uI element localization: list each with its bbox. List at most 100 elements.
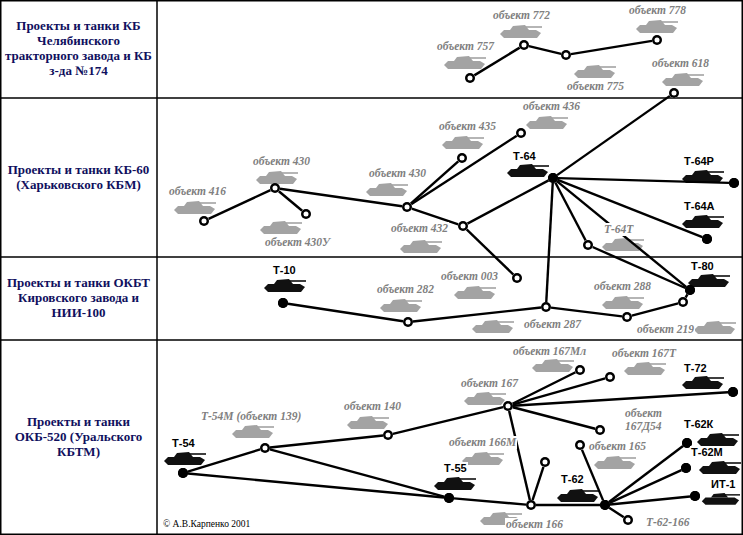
lineage-line: [270, 436, 383, 448]
lineage-dot: объект 166: [526, 500, 536, 510]
lineage-dot: объект 430: [270, 183, 280, 193]
lineage-line: [413, 308, 541, 322]
lineage-line: [582, 450, 603, 501]
tank-label: Т-64Т: [603, 223, 634, 236]
lineage-line: [632, 303, 678, 315]
lineage-dot: Т-64Т: [583, 240, 593, 250]
lineage-dot: объект 757: [465, 73, 475, 83]
lineage-dot: Т-64А: [702, 234, 712, 244]
lineage-dot: объект 430У: [301, 209, 311, 219]
tank-silhouette: [532, 359, 574, 372]
tank-silhouette: [380, 299, 422, 312]
lineage-dot: объект 219: [678, 297, 688, 307]
lineage-line: [529, 46, 561, 54]
tank-silhouette: [444, 56, 486, 69]
tank-silhouette: [602, 238, 644, 251]
tank-label: объект 436: [522, 100, 581, 113]
grid-line: [0, 97, 743, 99]
tank-label: Т-54М (объект 139): [200, 410, 302, 423]
tank-label: объект 430У: [264, 236, 331, 249]
lineage-dot: Т-54М (объект 139): [260, 443, 270, 453]
tank-silhouette: [256, 171, 298, 184]
lineage-line: [609, 446, 683, 502]
lineage-dot: объект 618: [669, 88, 679, 98]
tank-label: объект 219: [636, 323, 695, 336]
grid-line: [156, 0, 158, 535]
tank-silhouette: [464, 392, 506, 405]
tank-silhouette: [557, 489, 599, 502]
lineage-dot: ИТ-1: [690, 491, 700, 501]
tank-label: объект 435: [438, 120, 497, 133]
tank-label: объект 778: [628, 4, 687, 17]
copyright-note: © А.В.Карпенко 2001: [163, 519, 250, 529]
lineage-line: [546, 183, 552, 302]
tank-label: объект 167: [460, 377, 519, 390]
lineage-line: [610, 496, 690, 504]
lineage-dot: объект 167Д54: [595, 425, 605, 435]
lineage-dot: объект 287: [541, 302, 551, 312]
lineage-dot: объект 432: [458, 221, 468, 231]
lineage-line: [533, 467, 544, 500]
tank-label: объект 140: [343, 400, 402, 413]
lineage-line: [188, 449, 260, 471]
tank-silhouette: [462, 452, 504, 465]
tank-bureau-band: Проекты и танки КБ-60 (Харьковского КБМ)…: [0, 98, 743, 257]
grid-line: [0, 339, 743, 341]
tank-bureau-band: Проекты и танки КБ Челябинского тракторн…: [0, 0, 743, 98]
lineage-line: [288, 304, 403, 321]
tank-silhouette: [366, 183, 408, 196]
lineage-dot: Т-54: [178, 468, 188, 478]
lineage-line: [557, 181, 686, 287]
lineage-line: [270, 449, 444, 496]
tank-silhouette: [232, 425, 274, 438]
lineage-dot: объект 436: [516, 128, 526, 138]
tank-silhouette: [507, 164, 549, 177]
lineage-dot: объект 778: [652, 35, 662, 45]
tank-label: объект 167Т: [611, 347, 677, 360]
tank-bureau-band: Проекты и танки ОКБТ Кировского завода и…: [0, 257, 743, 340]
lineage-line: [454, 498, 526, 504]
tank-silhouette: [699, 461, 741, 474]
bureau-heading: Проекты и танки КБ-60 (Харьковского КБМ): [4, 163, 153, 193]
tank-silhouette: [434, 477, 476, 490]
tank-label: объект 430: [252, 155, 311, 168]
tank-silhouette: [682, 376, 724, 389]
lineage-dot: объект 167Т: [605, 372, 615, 382]
lineage-line: [509, 411, 530, 500]
tank-label: объект 288: [593, 280, 652, 293]
tank-label: объект 167Мл: [512, 345, 587, 358]
lineage-line: [513, 407, 595, 428]
tank-label: объект 166: [505, 518, 564, 531]
tank-silhouette: [697, 433, 739, 446]
tank-label: Т-64А: [683, 200, 716, 213]
lineage-line: [279, 191, 302, 211]
tank-label: объект 003: [440, 270, 499, 283]
lineage-dot: объект 167Мл: [575, 365, 585, 375]
tank-silhouette: [442, 136, 484, 149]
tank-label: Т-55: [443, 462, 468, 475]
tank-silhouette: [347, 416, 389, 429]
tank-label: Т-62-166: [645, 516, 690, 529]
tank-label: Т-80: [690, 260, 715, 273]
lineage-dot: Т-80: [685, 285, 695, 295]
tank-silhouette: [472, 320, 514, 333]
lineage-dot: объект 288: [622, 312, 632, 322]
lineage-dot: Т-64: [548, 173, 558, 183]
grid-line: [0, 256, 743, 258]
bureau-heading: Проекты и танки ОКБ-520 (Уральского КБТМ…: [4, 415, 153, 460]
lineage-line: [571, 41, 652, 54]
tank-silhouette: [400, 240, 442, 253]
lineage-dot: Т-10: [278, 298, 288, 308]
lineage-line: [393, 407, 503, 434]
lineage-dot: объект 282: [403, 317, 413, 327]
tank-silhouette: [164, 452, 206, 465]
tank-bureau-band: Проекты и танки ОКБ-520 (Уральского КБТМ…: [0, 340, 743, 535]
tank-label: Т-72: [683, 362, 708, 375]
bureau-heading: Проекты и танки ОКБТ Кировского завода и…: [4, 276, 153, 321]
lineage-line: [536, 504, 600, 506]
lineage-dot: Т-64Р: [729, 178, 739, 188]
lineage-dot: объект 167: [503, 401, 513, 411]
lineage-dot: объект 430: [402, 202, 412, 212]
lineage-dot: Т-62: [600, 500, 610, 510]
